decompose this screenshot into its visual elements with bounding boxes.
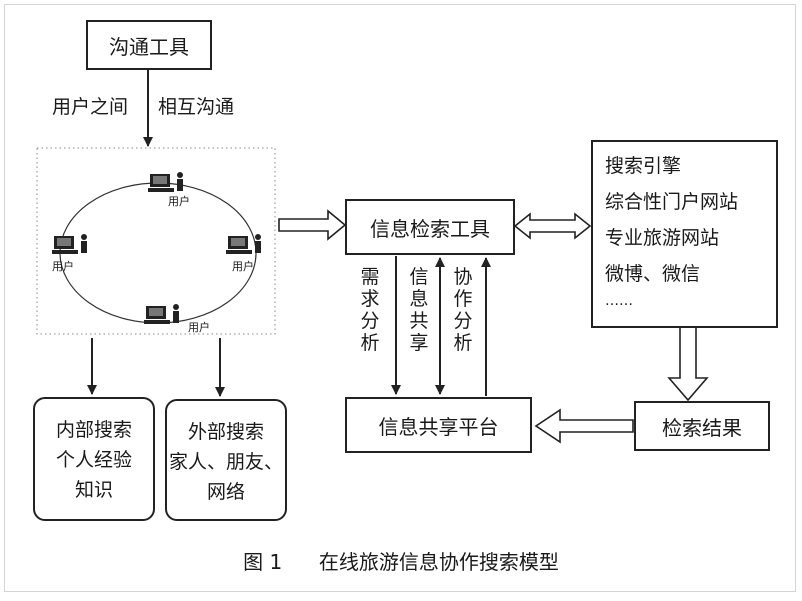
internal-line: 内部搜索: [55, 419, 132, 441]
collab-analysis-label: 协作分析: [453, 266, 473, 354]
results-label: 检索结果: [662, 415, 742, 440]
user-label: 用户: [52, 260, 74, 273]
internal-line: 知识: [74, 479, 113, 501]
caption-label: 图 1: [243, 550, 283, 574]
source-item: 综合性门户网站: [605, 191, 739, 213]
computer-user-icon: [52, 234, 87, 254]
hollow-arrow-to-tool: [278, 209, 347, 241]
user-label: 用户: [168, 195, 190, 208]
source-item: 搜索引擎: [605, 155, 682, 177]
figure-caption: 图 1 在线旅游信息协作搜索模型: [0, 546, 802, 575]
between-users-label: 用户之间: [52, 96, 129, 118]
computer-user-icon: [226, 234, 261, 254]
results-box: 检索结果: [634, 401, 770, 451]
source-item: 微博、微信: [605, 263, 701, 285]
computer-user-icon: [148, 172, 183, 192]
retrieval-tool-label: 信息检索工具: [370, 216, 490, 241]
internal-search-box: 内部搜索 个人经验 知识: [33, 397, 155, 521]
computer-user-icon: [144, 304, 179, 324]
source-item: ……: [605, 293, 633, 309]
external-search-box: 外部搜索 家人、朋友、 网络: [165, 399, 287, 521]
mutual-comm-label: 相互沟通: [158, 96, 235, 118]
info-sharing-label: 信息共享: [409, 266, 429, 354]
caption-title: 在线旅游信息协作搜索模型: [318, 550, 559, 574]
source-item: 专业旅游网站: [605, 227, 720, 249]
hollow-arrow-to-results: [667, 326, 709, 402]
internal-line: 个人经验: [55, 449, 132, 471]
external-line: 外部搜索: [187, 421, 264, 443]
hollow-double-arrow: [513, 212, 592, 240]
user-label: 用户: [232, 260, 254, 273]
external-line: 家人、朋友、: [168, 451, 283, 473]
image-frame: [4, 4, 796, 592]
sources-box: 搜索引擎 综合性门户网站 专业旅游网站 微博、微信 ……: [591, 140, 778, 328]
sharing-platform-box: 信息共享平台: [345, 397, 532, 453]
comm-tools-box: 沟通工具: [86, 20, 212, 70]
sharing-platform-label: 信息共享平台: [378, 414, 499, 439]
user-label: 用户: [188, 321, 210, 334]
retrieval-tool-box: 信息检索工具: [345, 199, 515, 255]
external-line: 网络: [206, 481, 245, 503]
comm-tools-label: 沟通工具: [109, 34, 189, 59]
needs-analysis-label: 需求分析: [360, 266, 380, 354]
hollow-arrow-to-platform: [534, 408, 634, 444]
